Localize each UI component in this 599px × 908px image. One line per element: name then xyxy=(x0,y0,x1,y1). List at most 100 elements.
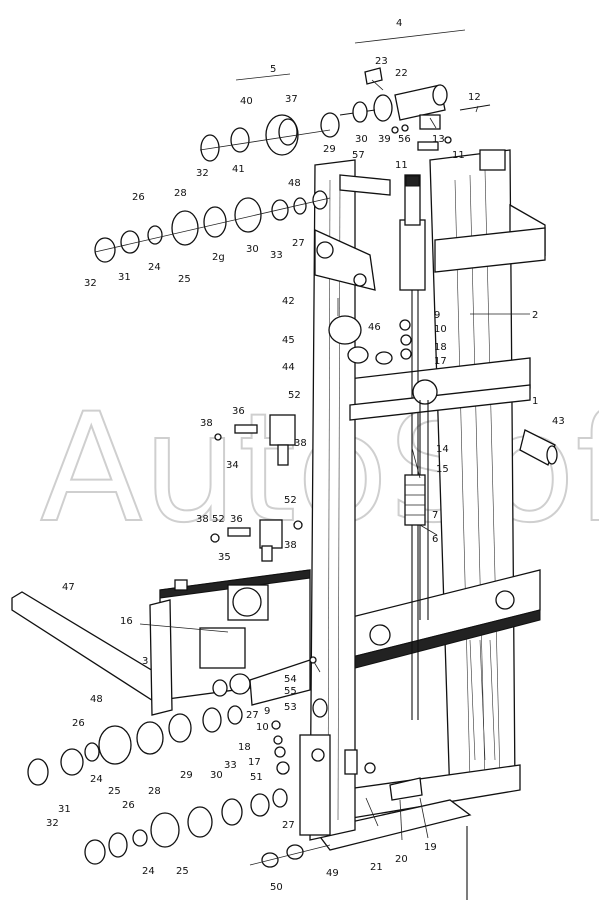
callout-36: 36 xyxy=(232,406,245,417)
callout-35: 35 xyxy=(218,552,231,563)
callout-54: 54 xyxy=(284,674,297,685)
callout-48: 48 xyxy=(288,178,301,189)
callout-24c: 24 xyxy=(142,866,155,877)
callout-10: 10 xyxy=(434,324,447,335)
callout-33b: 33 xyxy=(224,760,237,771)
callout-36b: 36 xyxy=(230,514,243,525)
callout-26b: 26 xyxy=(72,718,85,729)
callout-5: 5 xyxy=(270,64,276,75)
callout-56: 56 xyxy=(398,134,411,145)
callout-55: 55 xyxy=(284,686,297,697)
callout-32: 32 xyxy=(196,168,209,179)
callout-28b: 28 xyxy=(148,786,161,797)
chain-anchor xyxy=(404,474,426,526)
callout-18: 18 xyxy=(434,342,447,353)
callout-38b: 38 xyxy=(294,438,307,449)
callout-25b: 25 xyxy=(108,786,121,797)
callout-labels: 4 5 23 22 12 40 37 29 30 39 56 13 32 41 … xyxy=(46,18,565,893)
callout-24: 24 xyxy=(148,262,161,273)
callout-46: 46 xyxy=(368,322,381,333)
lower-roller-set-1 xyxy=(27,705,243,786)
callout-30: 30 xyxy=(355,134,368,145)
callout-38d: 38 xyxy=(284,540,297,551)
callout-17b: 17 xyxy=(248,757,261,768)
callout-13: 13 xyxy=(432,134,445,145)
callout-11: 11 xyxy=(395,160,408,171)
side-rollers xyxy=(328,315,412,365)
callout-51: 51 xyxy=(250,772,263,783)
callout-14: 14 xyxy=(436,444,449,455)
callout-11b: 11 xyxy=(452,150,465,161)
callout-26c: 26 xyxy=(122,800,135,811)
outer-mast xyxy=(313,149,546,851)
callout-45: 45 xyxy=(282,335,295,346)
callout-33: 33 xyxy=(270,250,283,261)
lower-roller-set-2 xyxy=(84,788,288,865)
callout-12: 12 xyxy=(468,92,481,103)
callout-27: 27 xyxy=(292,238,305,249)
callout-32b: 32 xyxy=(84,278,97,289)
callout-57: 57 xyxy=(352,150,365,161)
callout-52c: 52 xyxy=(212,514,225,525)
cylinder-pin xyxy=(519,429,558,466)
callout-7: 7 xyxy=(432,510,438,521)
callout-48b: 48 xyxy=(90,694,103,705)
fork xyxy=(11,591,173,716)
callout-29b: 29 xyxy=(180,770,193,781)
callout-41: 41 xyxy=(232,164,245,175)
callout-1: 1 xyxy=(532,396,538,407)
callout-47: 47 xyxy=(62,582,75,593)
callout-31: 31 xyxy=(118,272,131,283)
leader-lines xyxy=(139,29,530,841)
small-parts-51-53 xyxy=(271,656,328,775)
callout-49: 49 xyxy=(326,868,339,879)
callout-25: 25 xyxy=(178,274,191,285)
callout-50: 50 xyxy=(270,882,283,893)
callout-4: 4 xyxy=(396,18,402,29)
callout-27b: 27 xyxy=(246,710,259,721)
callout-10b: 10 xyxy=(256,722,269,733)
callout-30b: 30 xyxy=(246,244,259,255)
callout-39: 39 xyxy=(378,134,391,145)
callout-2: 2 xyxy=(532,310,538,321)
callout-30c: 30 xyxy=(210,770,223,781)
callout-38: 38 xyxy=(200,418,213,429)
callout-22: 22 xyxy=(395,68,408,79)
callout-38c: 38 xyxy=(196,514,209,525)
callout-29: 29 xyxy=(323,144,336,155)
callout-17: 17 xyxy=(434,356,447,367)
part-19-20-21 xyxy=(344,749,423,801)
callout-19: 19 xyxy=(424,842,437,853)
callout-27c: 27 xyxy=(282,820,295,831)
callout-37: 37 xyxy=(285,94,298,105)
crossbar xyxy=(349,379,531,620)
left-roller-set xyxy=(94,190,331,263)
callout-15: 15 xyxy=(436,464,449,475)
callout-6: 6 xyxy=(432,534,438,545)
callout-16: 16 xyxy=(120,616,133,627)
callout-40: 40 xyxy=(240,96,253,107)
upper-roller-set xyxy=(199,114,331,162)
callout-23: 23 xyxy=(375,56,388,67)
callout-42: 42 xyxy=(282,296,295,307)
callout-52: 52 xyxy=(288,390,301,401)
small-parts-49-50 xyxy=(249,844,331,868)
callout-34: 34 xyxy=(226,460,239,471)
callout-9: 9 xyxy=(434,310,440,321)
callout-24b: 24 xyxy=(90,774,103,785)
fork-carriage xyxy=(159,569,311,706)
callout-20: 20 xyxy=(395,854,408,865)
callout-53: 53 xyxy=(284,702,297,713)
callout-29g: 2g xyxy=(212,252,225,263)
callout-32c: 32 xyxy=(46,818,59,829)
callout-28: 28 xyxy=(174,188,187,199)
callout-18b: 18 xyxy=(238,742,251,753)
callout-26: 26 xyxy=(132,192,145,203)
callout-21: 21 xyxy=(370,862,383,873)
callout-52b: 52 xyxy=(284,495,297,506)
callout-3: 3 xyxy=(142,656,148,667)
callout-31b: 31 xyxy=(58,804,71,815)
callout-9b: 9 xyxy=(264,706,270,717)
callout-25c: 25 xyxy=(176,866,189,877)
